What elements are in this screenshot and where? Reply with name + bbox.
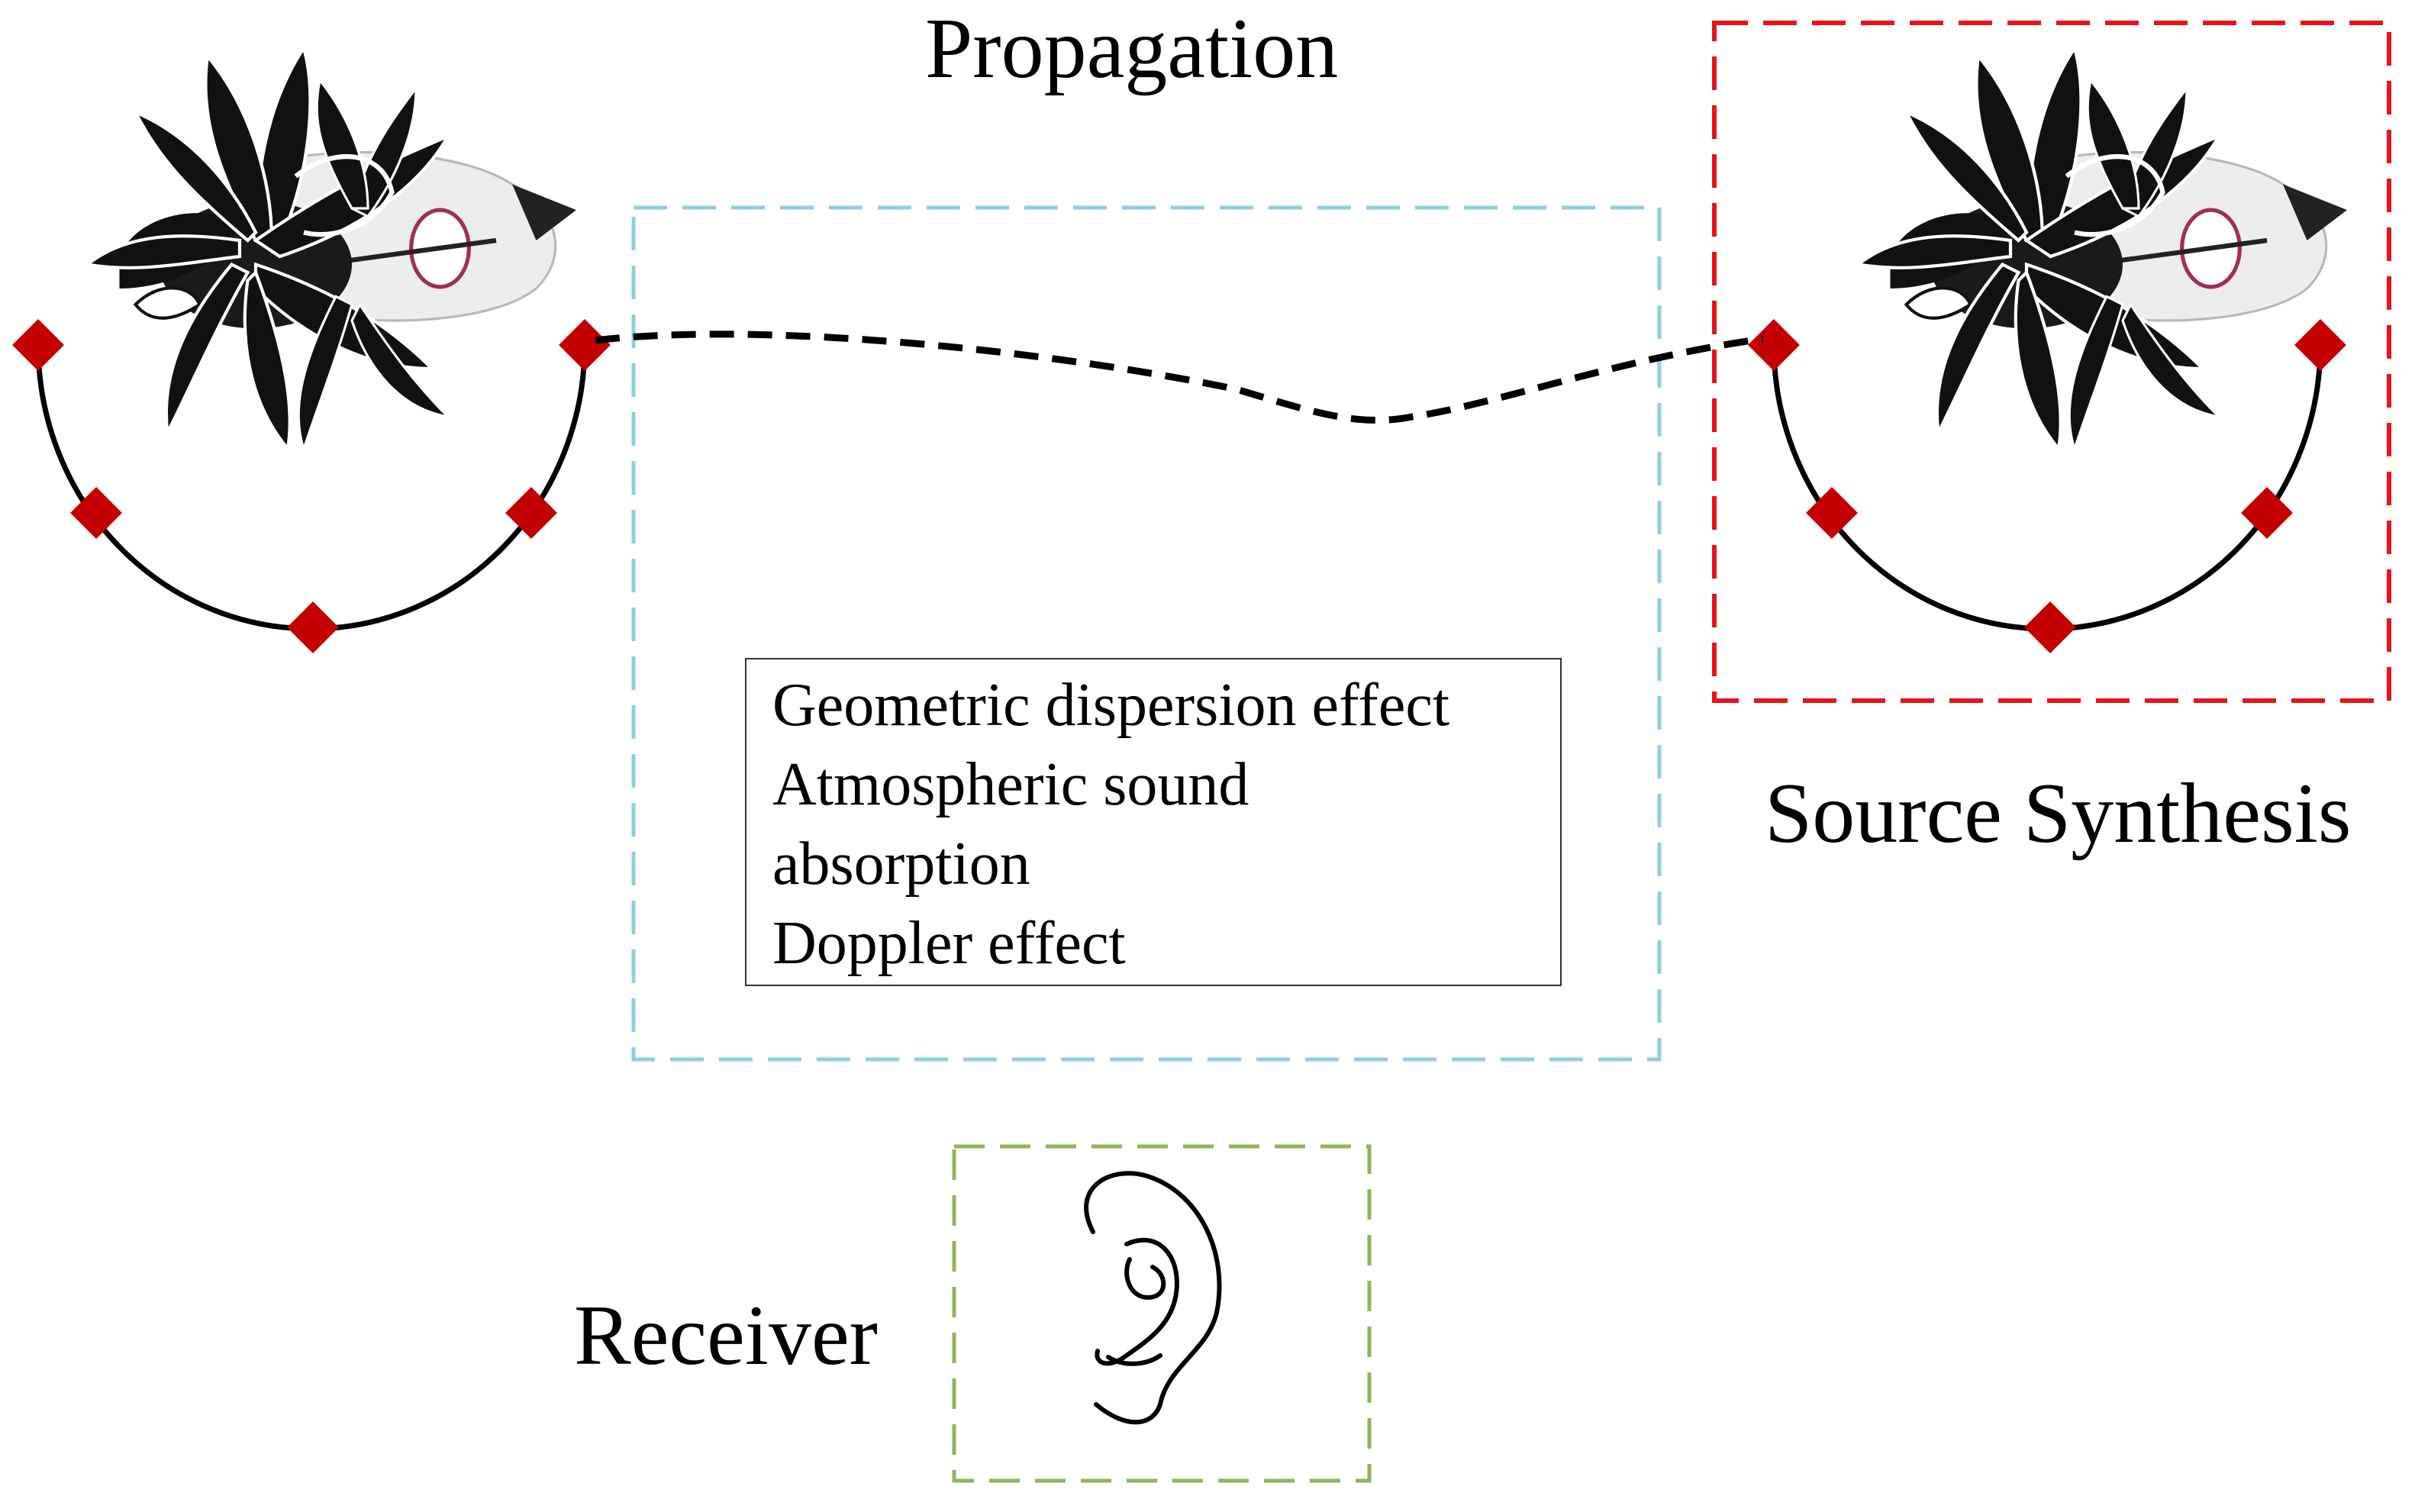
propagation-path: [595, 330, 1764, 424]
microphone-marker: [559, 319, 611, 371]
receiver-box: [952, 1144, 1372, 1483]
effect-item: Geometric dispersion effect: [772, 672, 1450, 739]
propagation-label: Propagation: [925, 2, 1339, 96]
microphone-marker: [2294, 319, 2346, 371]
effect-item: Doppler effect: [772, 910, 1126, 977]
microphone-marker: [505, 487, 557, 539]
effect-item: absorption: [772, 830, 1030, 898]
microphone-marker: [2024, 601, 2076, 653]
right-engine-icon: [1859, 48, 2348, 449]
effect-item: Atmospheric sound: [772, 751, 1249, 818]
source-synthesis-label: Source Synthesis: [1765, 766, 2352, 861]
left-engine-icon: [87, 48, 576, 449]
propagation-box: [631, 205, 1662, 1062]
microphone-marker: [1748, 319, 1800, 371]
microphone-marker: [12, 319, 64, 371]
microphone-marker: [2241, 487, 2293, 539]
receiver-label: Receiver: [574, 1288, 878, 1383]
microphone-marker: [287, 601, 339, 653]
effects-list-box: Geometric dispersion effect Atmospheric …: [745, 658, 1562, 986]
source-synthesis-box: [1712, 21, 2391, 703]
ear-icon: [1086, 1173, 1219, 1422]
